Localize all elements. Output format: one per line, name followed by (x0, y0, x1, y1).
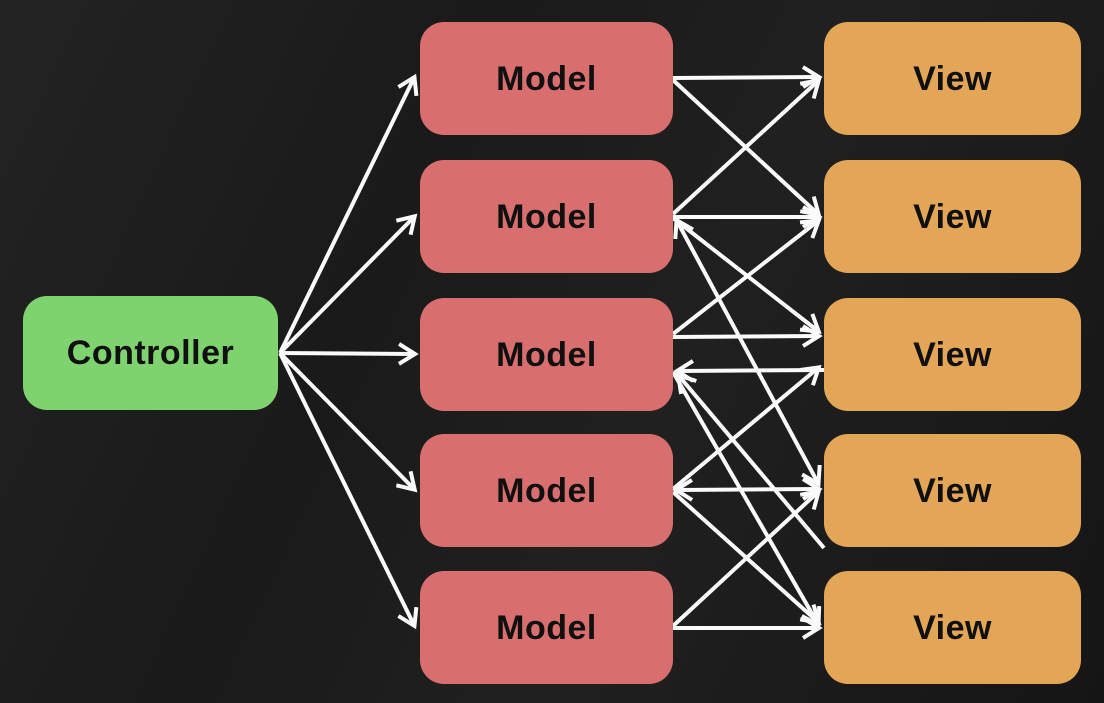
controller-label: Controller (66, 334, 235, 372)
model-5-box: Model (420, 571, 673, 684)
arrow-model-3-to-view-2 (671, 218, 822, 336)
view-2-box: View (824, 160, 1081, 273)
view-1-box: View (824, 22, 1081, 135)
view-1-label: View (913, 59, 992, 98)
model-4-box: Model (420, 434, 673, 547)
model-3-label: Model (496, 335, 597, 374)
arrow-controller-to-model-4 (278, 351, 418, 493)
arrow-model-3-to-view-5 (671, 371, 822, 629)
view-3-box: View (824, 298, 1081, 411)
model-3-box: Model (420, 298, 673, 411)
view-5-box: View (824, 571, 1081, 684)
arrow-model-3-to-view-3 (672, 324, 823, 348)
view-3-label: View (913, 335, 992, 374)
view-2-label: View (913, 197, 992, 236)
model-4-label: Model (496, 471, 597, 510)
controller-box: Controller (23, 296, 278, 410)
model-1-box: Model (420, 22, 673, 135)
view-4-box: View (824, 434, 1081, 547)
model-2-label: Model (496, 197, 597, 236)
arrow-model-4-to-view-4 (672, 477, 823, 502)
arrow-model-1-to-view-1 (672, 65, 823, 89)
view-5-label: View (913, 608, 992, 647)
model-5-label: Model (496, 608, 597, 647)
arrow-model-5-to-view-4 (671, 488, 822, 628)
arrow-view-3-to-model-3 (673, 359, 825, 383)
arrow-controller-to-model-5 (278, 352, 419, 630)
arrow-controller-to-model-3 (279, 342, 419, 366)
arrow-model-4-to-view-3 (671, 364, 822, 491)
arrow-controller-to-model-2 (278, 213, 418, 355)
view-4-label: View (913, 471, 992, 510)
arrow-model-2-to-view-4 (673, 216, 822, 488)
arrow-model-2-to-view-1 (671, 77, 822, 216)
arrow-view-4-to-model-3 (675, 372, 826, 550)
model-2-box: Model (420, 160, 673, 273)
model-1-label: Model (496, 59, 597, 98)
arrow-controller-to-model-1 (278, 73, 419, 354)
arrow-model-2-to-view-3 (671, 216, 822, 334)
